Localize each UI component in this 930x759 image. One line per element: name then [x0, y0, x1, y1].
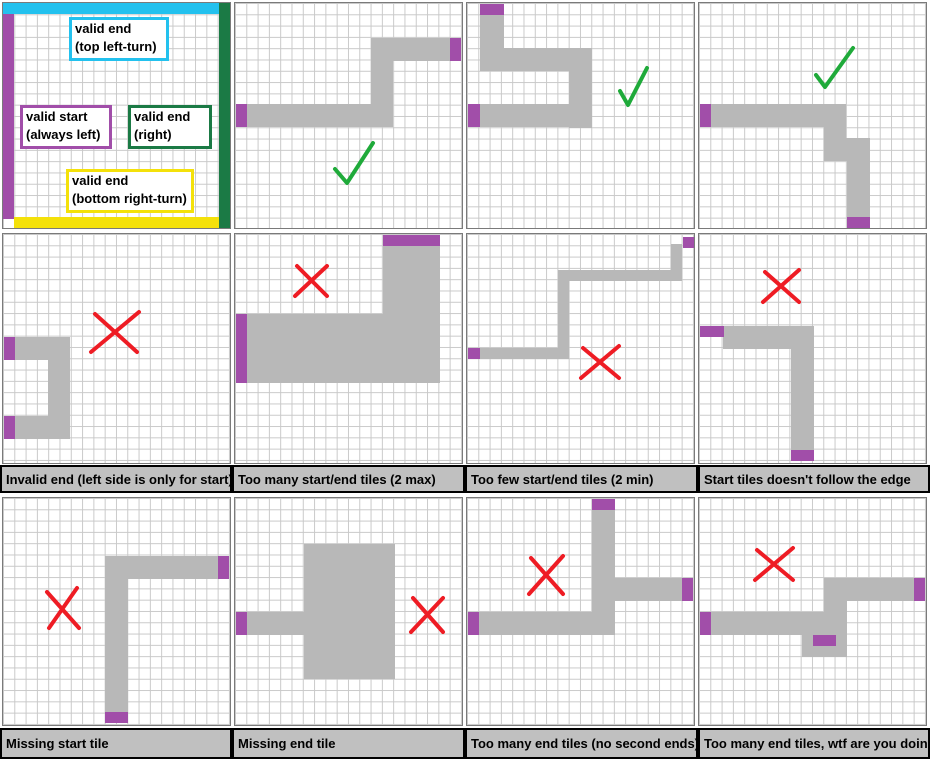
cross-icon	[527, 554, 565, 596]
cross-icon	[293, 264, 329, 298]
panel-missing-end	[234, 497, 463, 726]
right-edge-end	[219, 3, 230, 228]
end-tile	[914, 578, 925, 601]
caption: Missing end tile	[232, 728, 465, 759]
legend-bottom: valid end (bottom right-turn)	[66, 169, 194, 213]
legend-right: valid end (right)	[128, 105, 212, 149]
panel-start-not-edge	[698, 233, 927, 464]
panel-too-many-end-1	[466, 497, 695, 726]
legend-top-left-line2: (top left-turn)	[75, 39, 157, 54]
panel-too-many-tiles	[234, 233, 463, 464]
caption: Missing start tile	[0, 728, 232, 759]
check-icon	[618, 66, 649, 107]
cross-icon	[409, 596, 445, 634]
legend-top-left-line1: valid end	[75, 21, 132, 36]
end-tile	[480, 4, 504, 15]
start-tile	[236, 612, 247, 635]
start-tile	[468, 104, 480, 127]
legend-bottom-line1: valid end	[72, 173, 129, 188]
end-tile	[383, 235, 440, 246]
left-edge-start	[3, 14, 14, 219]
start-tile	[236, 314, 247, 383]
legend-right-line1: valid end	[134, 109, 191, 124]
start-tile	[236, 104, 247, 127]
caption: Too many end tiles, wtf are you doing	[698, 728, 930, 759]
end-tile	[105, 712, 128, 723]
panel-too-few-tiles	[466, 233, 695, 464]
top-edge-end	[3, 3, 219, 14]
legend-start: valid start (always left)	[20, 105, 112, 149]
panel-missing-start	[2, 497, 231, 726]
start-tile	[700, 326, 724, 337]
panel-too-many-end-2	[698, 497, 927, 726]
panel-valid-2	[466, 2, 695, 229]
caption: Start tiles doesn't follow the edge	[698, 465, 930, 493]
check-icon	[814, 46, 855, 89]
legend-top-left: valid end (top left-turn)	[69, 17, 169, 61]
start-tile	[468, 612, 479, 635]
end-tile	[218, 556, 229, 579]
end-tile	[683, 237, 694, 248]
end-tile	[450, 38, 461, 61]
cross-icon	[45, 586, 81, 630]
legend-start-line1: valid start	[26, 109, 88, 124]
panel-valid-3	[698, 2, 927, 229]
cross-icon	[761, 268, 801, 304]
start-tile	[4, 337, 15, 360]
cross-icon	[753, 546, 795, 582]
check-icon	[333, 141, 375, 185]
start-tile	[468, 348, 480, 359]
legend-bottom-line2: (bottom right-turn)	[72, 191, 187, 206]
legend-start-line2: (always left)	[26, 127, 101, 142]
caption: Too many start/end tiles (2 max)	[232, 465, 465, 493]
start-tile	[700, 612, 711, 635]
panel-legend: valid end (top left-turn) valid start (a…	[2, 2, 231, 229]
invalid-end-tile	[4, 416, 15, 439]
start-tile	[700, 104, 711, 127]
end-tile	[813, 635, 836, 646]
panel-valid-1	[234, 2, 463, 229]
end-tile	[847, 217, 870, 228]
caption: Invalid end (left side is only for start…	[0, 465, 232, 493]
end-tile	[682, 578, 693, 601]
end-tile	[791, 450, 814, 461]
cross-icon	[579, 344, 621, 380]
caption: Too many end tiles (no second ends)	[465, 728, 698, 759]
end-tile	[592, 499, 615, 510]
cross-icon	[89, 310, 141, 354]
panel-invalid-end-left	[2, 233, 231, 464]
caption: Too few start/end tiles (2 min)	[465, 465, 698, 493]
bottom-edge-end	[14, 217, 219, 228]
legend-right-line2: (right)	[134, 127, 172, 142]
